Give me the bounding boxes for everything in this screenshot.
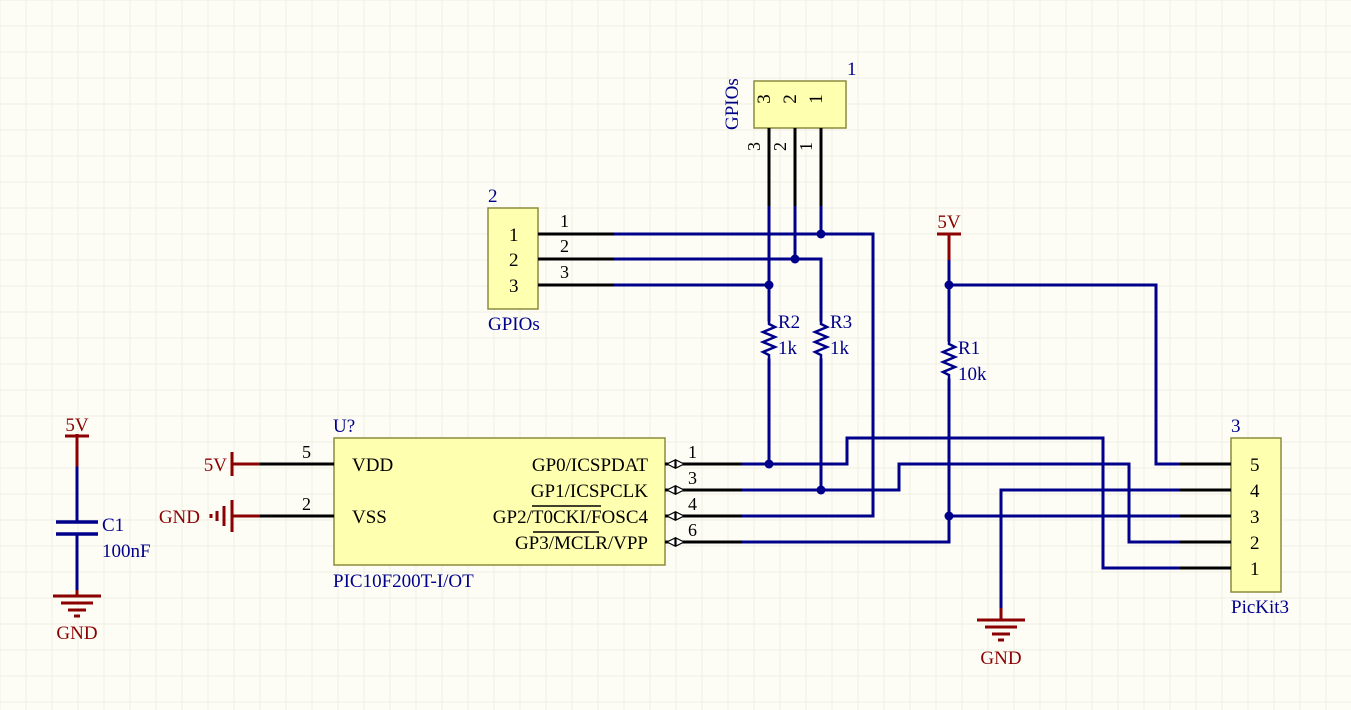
r1-designator: R1	[958, 338, 980, 359]
junction-dot	[816, 229, 826, 239]
j3-body[interactable]	[1230, 437, 1282, 593]
r2-designator: R2	[778, 312, 800, 333]
j3-pin5-number: 5	[1250, 455, 1260, 476]
u1-gp2-pin-number: 4	[688, 494, 697, 514]
c1-designator: C1	[102, 515, 124, 536]
j3-designator: 3	[1231, 416, 1241, 437]
j1-body[interactable]	[753, 80, 847, 129]
wire-5v-pickit[interactable]	[947, 283, 1182, 466]
wire-r1-mclr[interactable]	[738, 378, 951, 544]
connector-j1[interactable]: 1 GPIOs 3 2 1 3 2 1	[722, 59, 857, 206]
u1-gp0-pin-name: GP0/ICSPDAT	[532, 455, 649, 476]
c1-5v-label: 5V	[65, 415, 89, 436]
wire-gp0-pickit[interactable]	[767, 436, 1182, 570]
wire-net-gpio2[interactable]	[610, 257, 823, 322]
power-gnd-pickit[interactable]: GND	[977, 608, 1025, 669]
power-gnd-label: GND	[980, 648, 1021, 669]
arrow-right-icon	[675, 511, 686, 521]
resistor-r1[interactable]: R1 10k	[939, 338, 987, 385]
wire-gp1-pickit[interactable]	[819, 462, 1182, 544]
junctions	[764, 229, 954, 521]
u1-designator: U?	[333, 416, 355, 437]
r1-value: 10k	[958, 364, 987, 385]
u1-body[interactable]	[333, 437, 666, 566]
c1-value: 100nF	[102, 541, 151, 562]
r2-symbol[interactable]	[759, 320, 779, 360]
arrow-left-icon	[665, 511, 676, 521]
u1-gp2-pin-name: GP2/T0CKI/FOSC4	[493, 507, 649, 528]
wire-gnd-pickit[interactable]	[999, 488, 1182, 612]
r1-symbol[interactable]	[939, 340, 959, 380]
capacitor-c1[interactable]: 5V C1 100nF GND	[53, 415, 151, 644]
junction-dot	[944, 511, 954, 521]
junction-dot	[764, 459, 774, 469]
j3-pin2-number: 2	[1250, 533, 1260, 554]
j2-wire1-label: 1	[560, 211, 569, 231]
j2-pin3-number: 3	[509, 276, 519, 297]
j2-wire3-label: 3	[560, 262, 569, 282]
arrow-right-icon	[675, 459, 686, 469]
connector-j2[interactable]: 2 1 2 3 1 2 3 GPIOs	[487, 186, 614, 335]
arrow-left-icon	[665, 485, 676, 495]
resistor-r2[interactable]: R2 1k	[759, 312, 800, 360]
j2-wire2-label: 2	[560, 236, 569, 256]
j2-pin1-number: 1	[509, 225, 519, 246]
power-gnd-u1[interactable]: GND	[159, 500, 260, 532]
j3-pin3-number: 3	[1250, 507, 1260, 528]
c1-gnd-label: GND	[56, 623, 97, 644]
r3-value: 1k	[830, 338, 850, 359]
ic-u1[interactable]: U? 5 2 VDD VSS 1 3 4 6 GP0/ICSPDAT GP1/I…	[258, 416, 742, 592]
u1-io-arrows	[665, 459, 686, 547]
u1-gp1-pin-name: GP1/ICSPCLK	[531, 481, 648, 502]
j3-label: PicKit3	[1231, 597, 1289, 618]
wire-net-gpio1[interactable]	[610, 232, 875, 518]
u1-gp3-pin-number: 6	[688, 520, 697, 540]
resistor-r3[interactable]: R3 1k	[811, 312, 852, 360]
j1-wire2-label: 2	[770, 142, 790, 151]
arrow-right-icon	[675, 485, 686, 495]
j1-designator: 1	[847, 59, 857, 80]
j2-body[interactable]	[487, 207, 539, 310]
power-5v-label: 5V	[204, 455, 228, 476]
junction-dot	[816, 485, 826, 495]
u1-vdd-pin-name: VDD	[352, 455, 393, 476]
junction-dot	[764, 280, 774, 290]
j1-pin2-number: 2	[780, 94, 801, 104]
connector-j3[interactable]: 3 5 4 3 2 1 PicKit3	[1180, 416, 1289, 618]
r2-value: 1k	[778, 338, 798, 359]
u1-vdd-pin-number: 5	[302, 442, 311, 462]
j2-designator: 2	[488, 186, 498, 207]
power-5v-r1[interactable]: 5V	[937, 212, 961, 260]
j1-wire3-label: 3	[744, 142, 764, 151]
arrow-right-icon	[675, 537, 686, 547]
u1-part-number: PIC10F200T-I/OT	[333, 571, 474, 592]
power-gnd-label: GND	[159, 507, 200, 528]
power-5v-label: 5V	[937, 212, 961, 233]
arrow-left-icon	[665, 459, 676, 469]
junction-dot	[944, 280, 954, 290]
u1-gp3-pin-name: GP3/MCLR/VPP	[515, 533, 648, 554]
j1-wire1-label: 1	[796, 142, 816, 151]
u1-gp1-pin-number: 3	[688, 468, 697, 488]
j1-label: GPIOs	[722, 78, 743, 130]
j3-pin1-number: 1	[1250, 559, 1260, 580]
power-5v-u1[interactable]: 5V	[204, 452, 260, 476]
r3-designator: R3	[830, 312, 852, 333]
u1-vss-pin-number: 2	[302, 494, 311, 514]
j1-pin3-number: 3	[754, 94, 775, 104]
arrow-left-icon	[665, 537, 676, 547]
j2-pin2-number: 2	[509, 250, 519, 271]
u1-gp0-pin-number: 1	[688, 442, 697, 462]
u1-vss-pin-name: VSS	[352, 507, 387, 528]
junction-dot	[790, 254, 800, 264]
j3-pin4-number: 4	[1250, 481, 1260, 502]
r3-symbol[interactable]	[811, 320, 831, 360]
j2-label: GPIOs	[488, 314, 540, 335]
j1-pin1-number: 1	[806, 94, 827, 104]
